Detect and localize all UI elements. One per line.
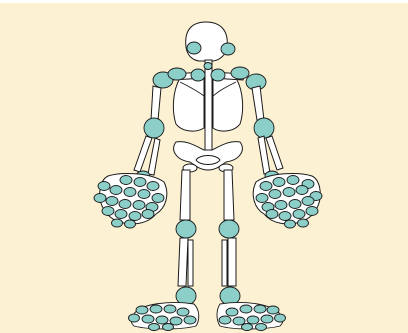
right-foot-joint-9 [275,314,286,322]
right-hand-joint-11 [275,201,287,210]
skull [186,22,235,61]
left-arm [134,86,164,181]
right-hand-joint-6 [269,190,281,199]
left-foot-joint-2 [150,305,162,313]
left-foot-joint-1 [136,306,148,314]
left-hand-joint-18 [112,219,123,227]
left-hand [94,174,167,228]
left-hand-joint-7 [138,190,150,199]
left-foot-joint-11 [163,324,174,331]
right-foot-joint-10 [242,324,253,331]
left-hand-joint-2 [134,178,146,187]
left-leg [176,170,196,305]
right-hand-joint-14 [266,210,278,219]
right-foot-joint-5 [219,316,231,324]
right-hand [253,174,322,228]
right-leg [219,170,240,305]
right-foot [217,302,286,330]
knee-joint-right [219,220,239,238]
right-foot-joint-3 [254,305,266,313]
left-foot-joint-4 [177,308,189,316]
left-hand-joint-17 [142,210,154,219]
left-hand-joint-11 [119,200,131,209]
knee-joint-left [176,220,196,238]
right-foot-joint-11 [256,324,267,331]
right-hand-joint-2 [273,178,285,187]
left-foot-joint-8 [170,317,182,325]
right-hand-joint-16 [293,210,305,219]
clavicle-joint-left-inner [191,69,205,81]
left-hand-joint-6 [124,188,136,197]
right-hand-joint-18 [285,220,296,228]
right-hand-joint-5 [256,194,268,203]
left-hand-joint-14 [102,207,114,216]
right-foot-joint-6 [233,317,245,325]
left-foot [129,302,199,330]
right-foot-joint-1 [226,308,238,316]
right-hand-joint-7 [283,188,295,197]
left-foot-joint-7 [156,316,168,324]
right-hand-joint-3 [287,176,299,185]
right-hand-joint-15 [279,212,291,221]
right-hand-joint-13 [302,197,314,206]
right-foot-joint-8 [261,315,273,323]
left-hand-joint-10 [106,197,118,206]
elbow-joint-left [144,118,164,138]
clavicle-joint-left-outer [168,68,186,80]
clavicle-joint-right-inner [211,69,225,81]
left-foot-joint-9 [184,316,196,324]
jaw-joint-left [187,42,201,54]
right-foot-joint-4 [267,306,279,314]
right-hand-joint-12 [289,200,301,209]
elbow-joint-right [254,118,274,138]
left-hand-joint-1 [120,176,132,185]
left-foot-joint-3 [164,305,176,313]
neck-joint [204,63,212,70]
left-hand-joint-5 [110,186,122,195]
left-hand-joint-16 [129,212,141,221]
left-hand-joint-9 [94,194,106,203]
right-foot-joint-7 [247,316,259,324]
right-arm [252,86,283,181]
left-foot-joint-10 [149,324,160,331]
left-foot-joint-6 [142,315,154,323]
left-hand-joint-3 [147,182,159,191]
left-hand-joint-19 [125,220,136,228]
left-hand-joint-12 [133,201,145,210]
left-hand-joint-4 [98,182,110,191]
left-foot-joint-5 [129,314,140,322]
right-foot-joint-2 [240,305,252,313]
clavicle-joint-right-outer [231,67,249,79]
right-hand-joint-1 [260,182,272,191]
right-hand-joint-8 [296,186,308,195]
jaw-joint-right [221,43,235,55]
left-hand-joint-15 [115,210,127,219]
right-hand-joint-19 [298,219,309,227]
left-hand-joint-8 [152,194,164,203]
right-hand-joint-17 [306,207,318,216]
